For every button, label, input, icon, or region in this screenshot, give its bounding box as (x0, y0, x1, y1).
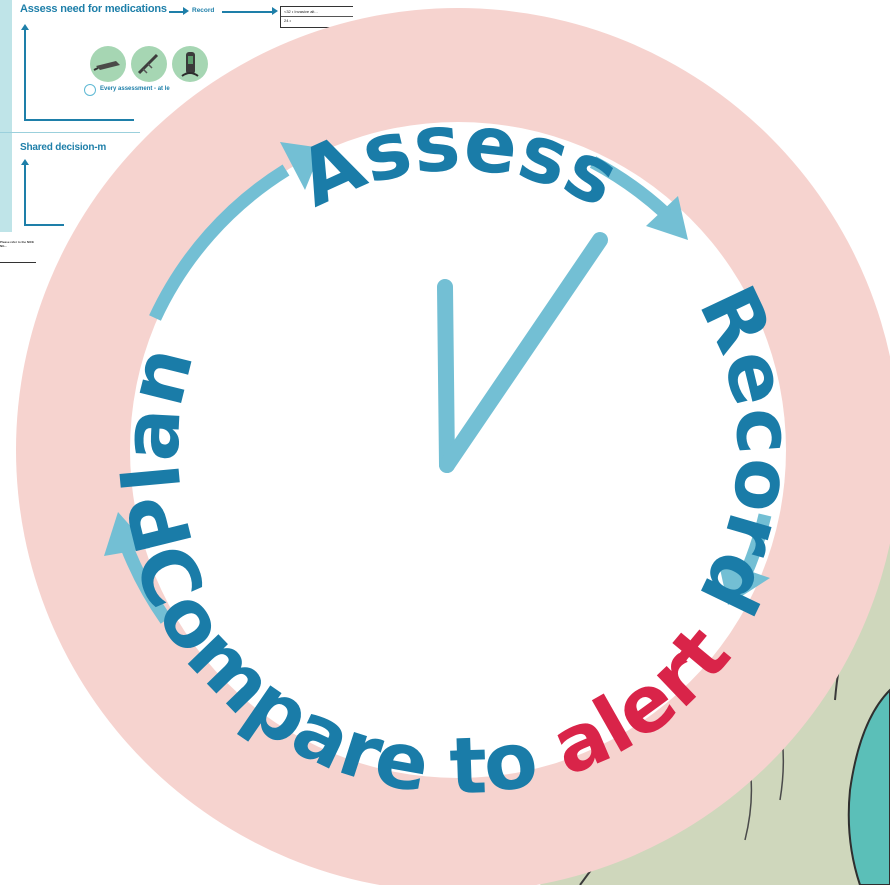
checkmark-icon (437, 232, 608, 473)
poster-arrow-head (183, 7, 189, 15)
step-plan-label: Plan (106, 338, 211, 561)
arrow-plan-to-assess (149, 164, 290, 321)
poster-axis-vertical (24, 30, 26, 120)
poster-footnote-rule (0, 262, 36, 263)
nebulizer-icon (172, 46, 208, 82)
poster-table-box: <32 • Invasive alt... 24 • (280, 6, 353, 28)
poster-divider (0, 132, 140, 133)
poster-axis-horizontal-2 (24, 224, 64, 226)
poster-axis-horizontal (24, 119, 134, 121)
cycle-arrowheads (104, 142, 770, 605)
poster-record-line (222, 11, 274, 13)
injection-icon (131, 46, 167, 82)
arrowhead-record (646, 196, 688, 240)
poster-frame (0, 0, 12, 232)
poster-axis-arrow (21, 24, 29, 30)
arrowhead-plan (104, 512, 150, 556)
heading-assess-medications: Assess need for medications (20, 3, 167, 15)
inhaler-icon (90, 46, 126, 82)
poster-arrow-line (169, 11, 185, 13)
clock-small-icon (84, 84, 96, 96)
heading-shared-decision: Shared decision-m (20, 142, 107, 153)
assessment-caption: Every assessment - at le (100, 86, 170, 92)
arrowhead-assess (280, 142, 322, 190)
poster-axis-vertical-2 (24, 165, 26, 225)
poster-record-arrow-head (272, 7, 278, 15)
poster-box-line2: 24 • (284, 18, 291, 23)
arrow-assess-to-record (589, 156, 669, 217)
poster-box-line1: <32 • Invasive alt... (284, 9, 318, 14)
poster-footnote: Please refer to the NICE NG... (0, 240, 35, 248)
arrowhead-compare (718, 560, 770, 605)
poster-record-label: Record (192, 7, 215, 14)
poster-axis-arrow-2 (21, 159, 29, 165)
